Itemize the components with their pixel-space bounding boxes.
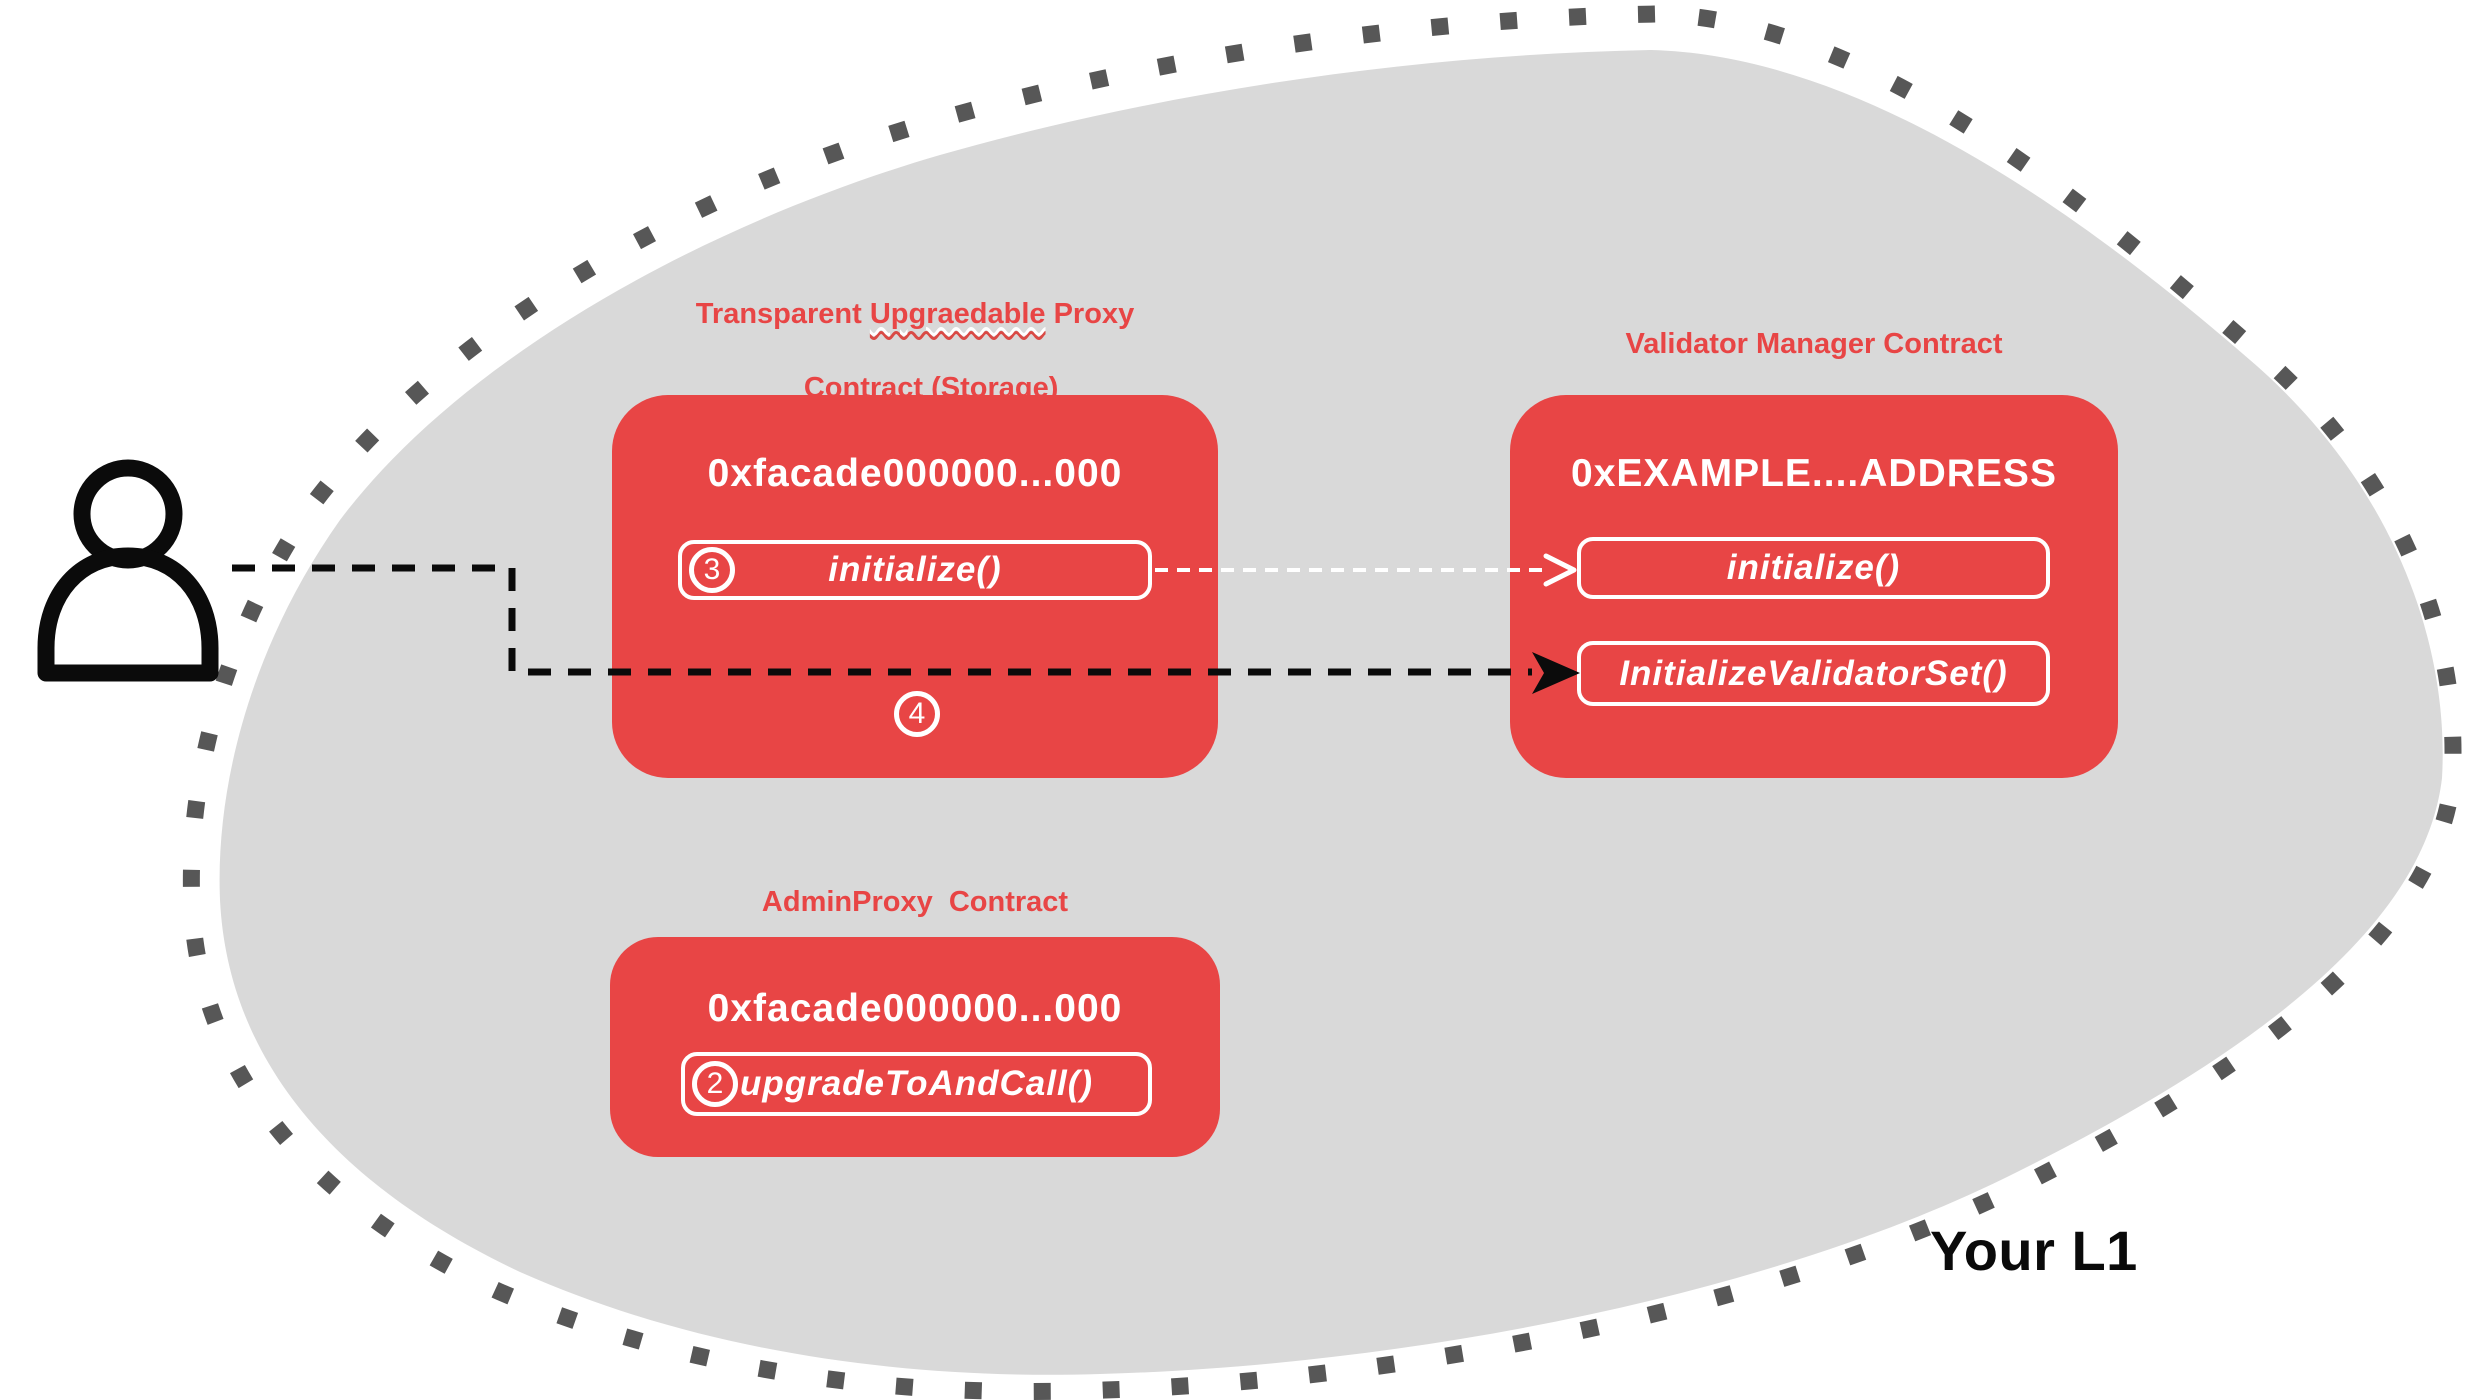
validator-contract-box: 0xEXAMPLE....ADDRESS initialize() Initia… [1510, 395, 2118, 778]
region-label: Your L1 [1930, 1219, 2138, 1282]
proxy-title-pre: Transparent [695, 298, 862, 330]
proxy-title-post: Proxy [1053, 298, 1135, 330]
proxy-initialize-label: initialize() [828, 550, 1002, 589]
validator-contract-title: Validator Manager Contract [1625, 328, 2003, 360]
admin-contract-box: 0xfacade000000...000 2 upgradeToAndCall(… [610, 937, 1220, 1157]
validator-initialize-set-label: InitializeValidatorSet() [1619, 653, 2008, 693]
step-3-badge: 3 [689, 547, 735, 593]
admin-contract-title: AdminProxy Contract [761, 886, 1069, 918]
proxy-initialize-function: 3 initialize() [678, 540, 1152, 600]
admin-contract-address: 0xfacade000000...000 [707, 987, 1123, 1030]
proxy-contract-box: 0xfacade000000...000 3 initialize() 4 [612, 395, 1218, 778]
validator-initialize-function: initialize() [1577, 537, 2050, 599]
proxy-contract-address: 0xfacade000000...000 [707, 452, 1123, 495]
step-2-badge: 2 [692, 1061, 738, 1107]
admin-upgrade-label: upgradeToAndCall() [739, 1064, 1094, 1103]
proxy-title-misspelled-word: Upgraedable [869, 298, 1046, 330]
admin-upgrade-function: 2 upgradeToAndCall() [681, 1052, 1152, 1116]
validator-initialize-set-function: InitializeValidatorSet() [1577, 641, 2050, 706]
validator-initialize-label: initialize() [1726, 548, 1901, 587]
step-4-badge: 4 [894, 691, 940, 737]
validator-contract-address: 0xEXAMPLE....ADDRESS [1571, 452, 2057, 495]
